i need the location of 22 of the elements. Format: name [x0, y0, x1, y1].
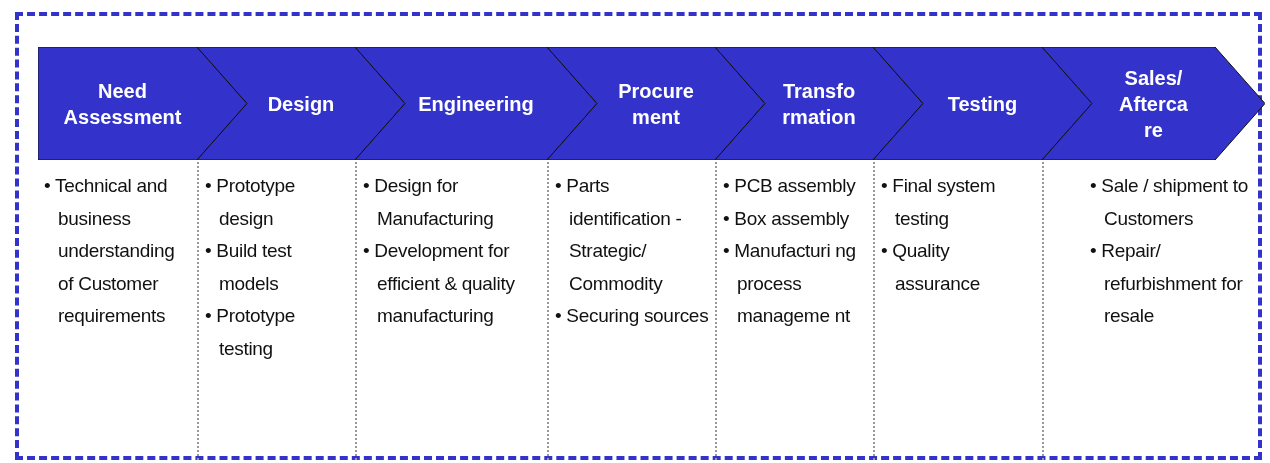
bullet-item: • Manufacturi ng process manageme nt: [723, 239, 857, 328]
step-title: Testing: [947, 91, 1018, 117]
step-title: Procure ment: [617, 78, 695, 130]
bullet-item: • PCB assembly: [723, 174, 857, 198]
bullet-item: • Quality assurance: [881, 239, 981, 296]
step-title: Transfo rmation: [781, 78, 857, 130]
bullet-item: • Development for efficient & quality manufacturing: [363, 239, 516, 328]
bullet-item: • Securing sources: [555, 304, 710, 328]
step-title: Design: [267, 91, 335, 117]
bullet-item: • Parts identification - Strategic/ Commodity: [555, 174, 683, 296]
bullet-item: • Technical and business understanding of Customer requirements: [44, 174, 176, 328]
bullet-item: • Prototype design: [205, 174, 296, 231]
step-title: Sales/ Afterca re: [1118, 65, 1189, 143]
bullet-item: • Design for Manufacturing: [363, 174, 495, 231]
bullet-item: • Sale / shipment to Customers: [1090, 174, 1249, 231]
bullet-item: • Prototype testing: [205, 304, 296, 361]
bullet-item: • Repair/ refurbishment for resale: [1090, 239, 1244, 328]
bullet-item: • Box assembly: [723, 206, 850, 231]
step-title: Engineering: [418, 91, 534, 117]
step-title: Need Assessment: [62, 78, 183, 130]
bullet-item: • Build test models: [205, 239, 293, 296]
bullet-item: • Final system testing: [881, 174, 997, 231]
